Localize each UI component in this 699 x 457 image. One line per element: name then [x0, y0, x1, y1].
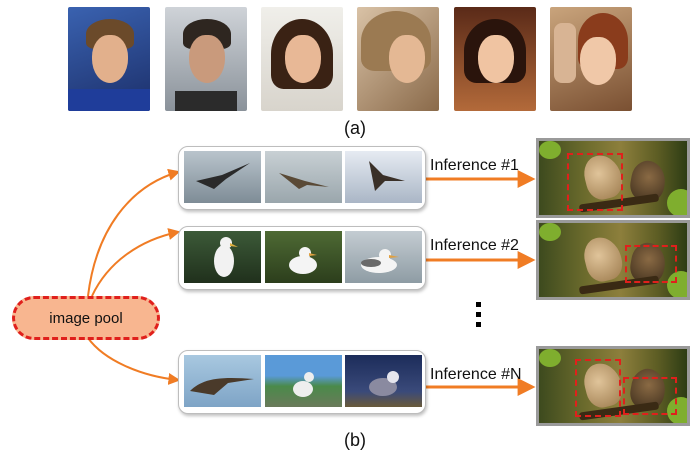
- image-pool-node: image pool: [12, 296, 160, 340]
- panel-3-image-2: [265, 355, 342, 407]
- panel-3-image-1: [184, 355, 261, 407]
- caption-a: (a): [344, 118, 366, 138]
- image-set-panel-1: [178, 146, 426, 210]
- panel-2-image-3: [345, 231, 422, 283]
- pool-to-panel-1-arrow: [87, 168, 181, 297]
- detection-box: [623, 377, 677, 415]
- face-photo-4: [357, 7, 439, 111]
- ellipsis-dot-2: [476, 312, 481, 317]
- image-set-panel-3: [178, 350, 426, 414]
- face-photo-1: [68, 7, 150, 111]
- image-set-panel-2: [178, 226, 426, 290]
- face-photo-6: [550, 7, 632, 111]
- caption-b: (b): [344, 430, 366, 450]
- ellipsis-dot-1: [476, 302, 481, 307]
- panel-1-image-3: [345, 151, 422, 203]
- result-image-2: [536, 220, 690, 300]
- detection-box: [575, 359, 621, 417]
- detection-box: [567, 153, 623, 211]
- panel-2-image-1: [184, 231, 261, 283]
- face-photo-5: [454, 7, 536, 111]
- face-photo-3: [261, 7, 343, 111]
- face-photo-2: [165, 7, 247, 111]
- inference-n-label: Inference #N: [430, 366, 522, 383]
- detection-box: [625, 245, 677, 283]
- inference-2-label: Inference #2: [430, 237, 519, 254]
- pool-to-panel-3-arrow: [87, 337, 181, 385]
- panel-3-image-3: [345, 355, 422, 407]
- panel-1-image-2: [265, 151, 342, 203]
- result-image-1: [536, 138, 690, 218]
- panel-1-image-1: [184, 151, 261, 203]
- inference-1-label: Inference #1: [430, 157, 519, 174]
- ellipsis-dot-3: [476, 322, 481, 327]
- pool-to-panel-2-arrow: [91, 228, 181, 297]
- panel-2-image-2: [265, 231, 342, 283]
- image-pool-label: image pool: [49, 309, 123, 327]
- result-image-n: [536, 346, 690, 426]
